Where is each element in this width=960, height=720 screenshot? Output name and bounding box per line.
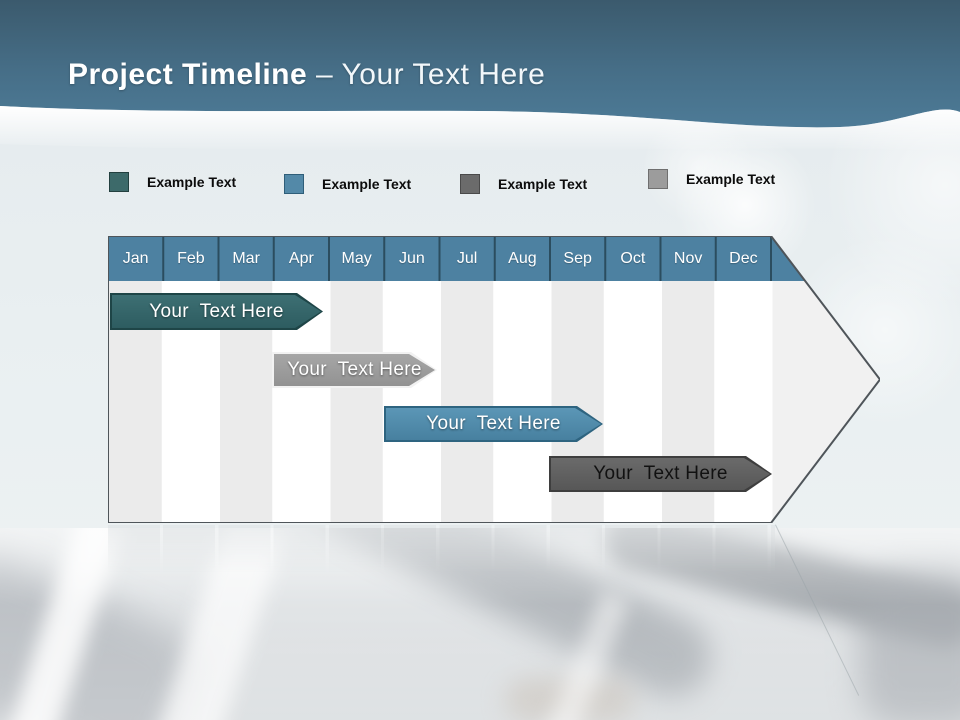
- month-apr: Apr: [288, 249, 314, 267]
- month-header-row: Jan Feb Mar Apr May Jun Jul Aug Sep Oct …: [108, 236, 771, 281]
- month-may: May: [341, 249, 372, 267]
- month-jun: Jun: [398, 249, 425, 267]
- month-jan: Jan: [122, 249, 149, 267]
- month-aug: Aug: [508, 249, 537, 267]
- background-photo: [0, 528, 960, 720]
- legend-label: Example Text: [498, 176, 588, 192]
- legend-swatch-dark-gray: [460, 174, 480, 194]
- gantt-bar-label: Your Text Here: [593, 463, 728, 484]
- month-nov: Nov: [673, 249, 703, 267]
- legend-item-2: Example Text: [284, 173, 411, 195]
- page-title-light: – Your Text Here: [307, 58, 546, 91]
- month-oct: Oct: [620, 249, 646, 267]
- legend-item-1: Example Text: [109, 171, 236, 193]
- gantt-bar-label: Your Text Here: [149, 300, 284, 322]
- month-jul: Jul: [456, 249, 478, 267]
- legend-item-4: Example Text: [648, 168, 775, 190]
- gantt-bar-label: Your Text Here: [426, 413, 561, 434]
- month-mar: Mar: [232, 249, 260, 267]
- legend-swatch-light-gray: [648, 169, 668, 189]
- legend-item-3: Example Text: [460, 173, 587, 195]
- legend-label: Example Text: [686, 171, 776, 187]
- gantt-bar-teal: Your Text Here: [110, 293, 323, 330]
- gantt-bar-light-gray: Your Text Here: [272, 352, 437, 388]
- legend-swatch-teal: [109, 172, 129, 192]
- gantt-bar-dark-gray: Your Text Here: [549, 456, 772, 492]
- month-sep: Sep: [563, 249, 592, 267]
- photo-haze-overlay: [0, 528, 960, 720]
- gantt-bar-blue: Your Text Here: [384, 406, 603, 442]
- page-title: Project Timeline – Your Text Here: [68, 58, 545, 92]
- page-title-strong: Project Timeline: [68, 58, 308, 91]
- timeline-reflection: [108, 525, 775, 573]
- legend-label: Example Text: [147, 174, 237, 190]
- legend-label: Example Text: [322, 176, 412, 192]
- legend-swatch-blue: [284, 174, 304, 194]
- month-dec: Dec: [729, 249, 758, 267]
- month-feb: Feb: [177, 249, 205, 267]
- header-wave-band: [0, 0, 960, 152]
- gantt-bar-label: Your Text Here: [287, 359, 422, 380]
